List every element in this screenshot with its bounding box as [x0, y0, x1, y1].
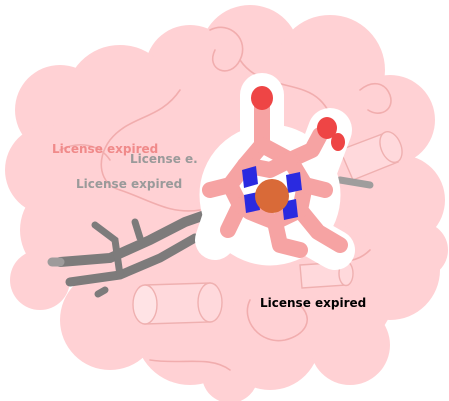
oxygen-atoms	[251, 86, 345, 151]
cofactor-molecule	[47, 176, 374, 298]
license-watermark-1: License expired	[52, 142, 159, 156]
helix-cylinder-right	[339, 130, 403, 181]
license-watermark-2: License e.	[130, 152, 198, 166]
helix-cylinders	[132, 130, 403, 325]
metal-center	[255, 179, 289, 213]
license-watermark-4: License expired	[260, 296, 367, 310]
helix-cylinder-lower	[132, 282, 223, 325]
license-watermark-3: License expired	[76, 177, 183, 191]
